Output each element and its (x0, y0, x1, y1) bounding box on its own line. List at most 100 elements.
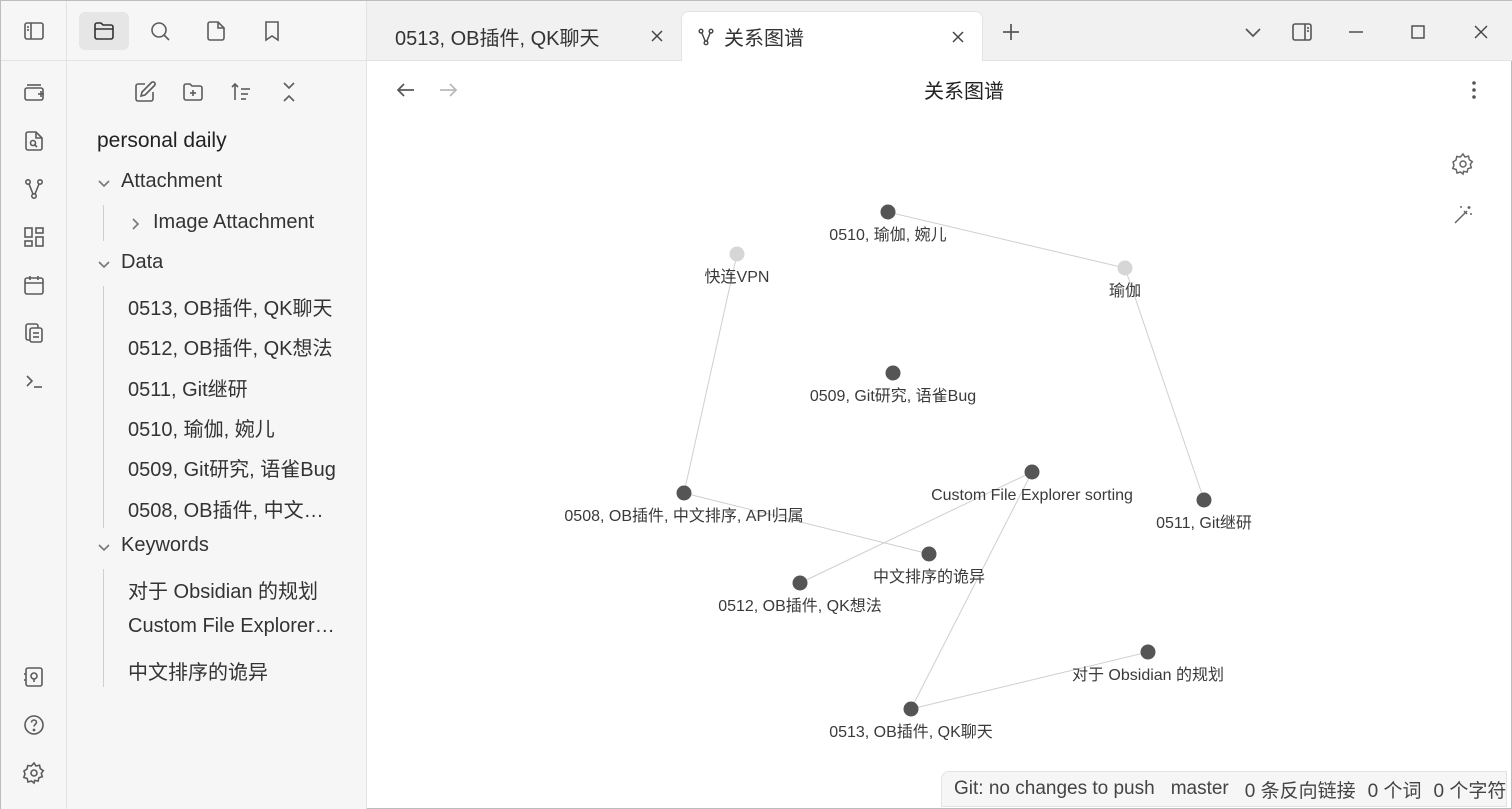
sidebar-toggle-icon[interactable] (18, 15, 50, 47)
tab-note[interactable]: 0513, OB插件, QK聊天 (381, 11, 681, 61)
file-item[interactable]: Custom File Explorer sorting (128, 615, 338, 637)
forward-arrow-icon[interactable] (433, 75, 463, 105)
graph-icon (698, 28, 714, 45)
ribbon-header (1, 1, 67, 61)
graph-node[interactable] (921, 546, 937, 562)
graph-node-label: 快连VPN (705, 268, 770, 286)
back-arrow-icon[interactable] (391, 75, 421, 105)
new-tab-plus-icon[interactable] (996, 17, 1026, 47)
minimize-icon[interactable] (1341, 17, 1371, 47)
maximize-icon[interactable] (1403, 17, 1433, 47)
window-close-icon[interactable] (1466, 17, 1496, 47)
graph-node-label: 0510, 瑜伽, 婉儿 (829, 226, 946, 244)
file-item[interactable]: 0511, Git继研 (128, 379, 248, 401)
graph-node[interactable] (729, 246, 745, 262)
graph-node[interactable] (880, 204, 896, 220)
word-count: 0 个词 (1367, 780, 1422, 802)
canvas-grid-icon[interactable] (18, 221, 50, 253)
bookmark-icon[interactable] (247, 12, 297, 50)
file-item[interactable]: 0509, Git研究, 语雀Bug (128, 459, 336, 481)
graph-node-label: 中文排序的诡异 (873, 568, 985, 586)
graph-icon[interactable] (18, 173, 50, 205)
folder-icon[interactable] (79, 12, 129, 50)
file-item[interactable]: 0512, OB插件, QK想法 (128, 338, 333, 360)
graph-node-label: Custom File Explorer sorting (931, 487, 1133, 504)
chevron-right-icon[interactable] (128, 216, 144, 232)
graph-edge (1124, 267, 1205, 501)
folder-keywords[interactable]: Keywords (121, 534, 209, 556)
graph-node-label: 对于 Obsidian 的规划 (1072, 666, 1224, 684)
more-options-icon[interactable] (1459, 75, 1489, 105)
new-folder-icon[interactable] (176, 75, 210, 109)
graph-node[interactable] (1140, 644, 1156, 660)
chevron-down-icon[interactable] (96, 540, 112, 556)
file-item[interactable]: 0513, OB插件, QK聊天 (128, 298, 333, 320)
search-file-icon[interactable] (18, 125, 50, 157)
close-icon[interactable] (947, 26, 969, 48)
graph-node-label: 0509, Git研究, 语雀Bug (810, 387, 976, 405)
search-icon[interactable] (135, 12, 185, 50)
graph-edge (683, 492, 930, 555)
tree-guide (103, 286, 104, 528)
graph-node[interactable] (1024, 464, 1040, 480)
right-sidebar-toggle-icon[interactable] (1287, 17, 1317, 47)
graph-node-label: 0512, OB插件, QK想法 (718, 597, 882, 615)
file-item[interactable]: 对于 Obsidian 的规划 (128, 581, 319, 603)
tab-bar: 0513, OB插件, QK聊天 关系图谱 (367, 1, 1512, 61)
graph-edge (887, 211, 1126, 269)
file-item[interactable]: 0508, OB插件, 中文排序, API归属 (128, 500, 338, 522)
collapse-all-icon[interactable] (272, 75, 306, 109)
chevron-down-icon[interactable] (96, 176, 112, 192)
graph-edge (799, 471, 1033, 584)
git-branch[interactable]: master (1170, 778, 1229, 799)
graph-node[interactable] (1196, 492, 1212, 508)
graph-node-label: 0508, OB插件, 中文排序, API归属 (564, 507, 803, 525)
help-icon[interactable] (18, 709, 50, 741)
graph-node[interactable] (903, 701, 919, 717)
file-icon[interactable] (191, 12, 241, 50)
graph-node-label: 0513, OB插件, QK聊天 (829, 723, 993, 741)
tab-list-chevron-icon[interactable] (1238, 17, 1268, 47)
graph-node[interactable] (792, 575, 808, 591)
tab-label: 关系图谱 (724, 28, 804, 50)
main-workspace: 0513, OB插件, QK聊天 关系图谱 (367, 1, 1512, 809)
folder-attachment[interactable]: Attachment (121, 170, 223, 192)
sidebar-tab-strip (67, 1, 367, 61)
tree-guide (103, 569, 104, 687)
view-header (367, 61, 1512, 117)
calendar-icon[interactable] (18, 269, 50, 301)
graph-node[interactable] (885, 365, 901, 381)
graph-edge (683, 253, 738, 494)
chevron-down-icon[interactable] (96, 257, 112, 273)
vault-name[interactable]: personal daily (97, 129, 227, 152)
folder-data[interactable]: Data (121, 251, 164, 273)
tab-graph-view[interactable]: 关系图谱 (681, 11, 983, 61)
copy-pages-icon[interactable] (18, 317, 50, 349)
status-bar: Git: no changes to push master 0 条反向链接 0… (941, 771, 1507, 807)
file-item[interactable]: 0510, 瑜伽, 婉儿 (128, 419, 275, 441)
animate-magic-wand-icon[interactable] (1447, 199, 1479, 231)
file-explorer-sidebar: personal daily Attachment Image Attachme… (67, 1, 367, 809)
folder-image-attachment[interactable]: Image Attachment (153, 211, 315, 233)
git-status[interactable]: Git: no changes to push (954, 778, 1155, 799)
char-count: 0 个字符 (1433, 780, 1507, 802)
sort-icon[interactable] (224, 75, 258, 109)
view-title: 关系图谱 (924, 81, 1004, 103)
backlinks-count[interactable]: 0 条反向链接 (1244, 780, 1356, 802)
new-tab-icon[interactable] (18, 77, 50, 109)
graph-node-label: 瑜伽 (1109, 282, 1141, 300)
file-item[interactable]: 中文排序的诡异 (128, 662, 268, 684)
terminal-icon[interactable] (18, 365, 50, 397)
close-icon[interactable] (646, 25, 668, 47)
graph-node[interactable] (676, 485, 692, 501)
vault-switcher-icon[interactable] (18, 661, 50, 693)
graph-node[interactable] (1117, 260, 1133, 276)
tree-guide (103, 205, 104, 241)
new-note-icon[interactable] (128, 75, 162, 109)
graph-edge (910, 651, 1149, 710)
ribbon (1, 1, 67, 809)
graph-settings-gear-icon[interactable] (1447, 148, 1479, 180)
settings-icon[interactable] (18, 757, 50, 789)
